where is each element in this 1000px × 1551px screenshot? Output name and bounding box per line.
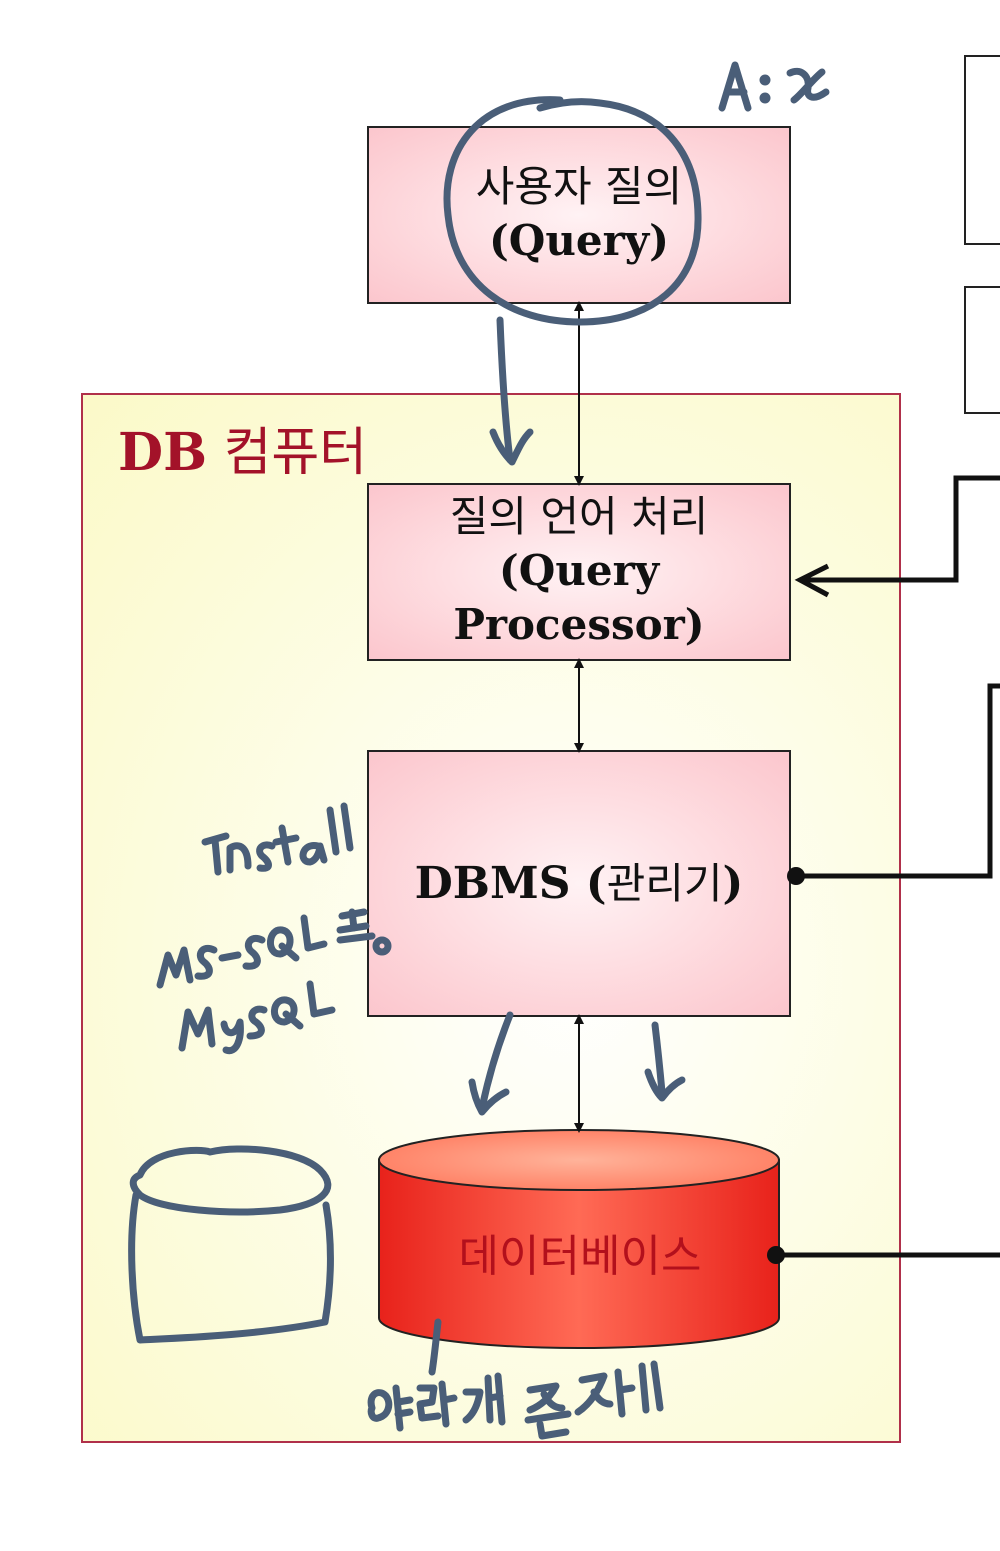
db-title-en: DB <box>118 422 208 483</box>
dbms-connector-dot <box>787 867 805 885</box>
db-computer-title: DB 컴퓨터 <box>118 410 367 485</box>
user-query-label-ko: 사용자 질의 <box>475 162 683 212</box>
database-connector-dot <box>767 1246 785 1264</box>
handwriting-annotations <box>128 61 830 1440</box>
connector-to-processor <box>794 475 1000 598</box>
database-label: 데이터베이스 <box>458 1231 702 1282</box>
connector-from-dbms <box>796 683 1000 879</box>
dbms-box: DBMS (관리기) <box>367 750 791 1017</box>
db-title-ko: 컴퓨터 <box>223 423 368 483</box>
query-processor-label-en: (Query Processor) <box>453 545 705 650</box>
query-processor-label-ko: 질의 언어 처리 <box>449 492 709 542</box>
user-query-box: 사용자 질의 (Query) <box>367 126 791 304</box>
user-query-label-en: (Query) <box>488 215 670 265</box>
right-partial-box-middle <box>964 286 1000 414</box>
dbms-label: DBMS (관리기) <box>414 857 744 909</box>
right-partial-box-top <box>964 55 1000 245</box>
database-cylinder <box>378 1129 780 1349</box>
query-processor-box: 질의 언어 처리 (Query Processor) <box>367 483 791 661</box>
